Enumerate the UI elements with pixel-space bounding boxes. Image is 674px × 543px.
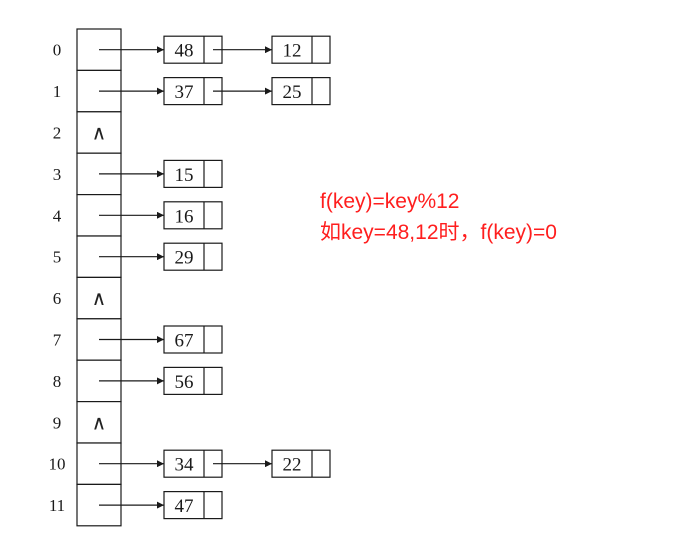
chain-node: 12 xyxy=(271,35,331,64)
chain-node: 22 xyxy=(271,449,331,478)
node-box xyxy=(163,325,223,354)
bucket-index-label: 4 xyxy=(53,206,62,225)
bucket-index-label: 6 xyxy=(53,289,62,308)
node-box xyxy=(271,449,331,478)
chain-node: 25 xyxy=(271,76,331,106)
node-key: 34 xyxy=(175,455,195,476)
hash-example-text: 如key=48,12时，f(key)=0 xyxy=(320,221,557,244)
chain-node: 47 xyxy=(163,491,223,520)
bucket-index-label: 5 xyxy=(53,248,62,267)
bucket-index-label: 10 xyxy=(49,455,66,474)
bucket-index-label: 7 xyxy=(53,331,62,350)
node-box xyxy=(163,242,223,271)
chain-node: 48 xyxy=(163,35,223,64)
chain-node: 15 xyxy=(163,159,223,188)
bucket-cell xyxy=(76,401,122,444)
bucket-index-label: 2 xyxy=(53,124,62,143)
node-key: 22 xyxy=(283,455,302,476)
node-key: 37 xyxy=(175,82,194,103)
node-key: 29 xyxy=(175,248,194,269)
node-key: 25 xyxy=(283,82,302,103)
node-box xyxy=(271,76,331,106)
bucket-index-label: 3 xyxy=(53,165,62,184)
node-box xyxy=(163,35,223,64)
node-key: 48 xyxy=(175,41,194,62)
bucket-index-label: 1 xyxy=(53,82,62,101)
node-box xyxy=(163,491,223,520)
hash-formula-text: f(key)=key%12 xyxy=(320,190,460,213)
chain-node: 37 xyxy=(163,76,223,106)
node-box xyxy=(163,449,223,478)
chain-node: 16 xyxy=(163,201,223,230)
bucket-index-label: 8 xyxy=(53,372,62,391)
node-box xyxy=(271,35,331,64)
node-key: 47 xyxy=(175,496,194,517)
chain-node: 29 xyxy=(163,242,223,271)
null-pointer-symbol: ∧ xyxy=(92,286,107,310)
node-box xyxy=(163,201,223,230)
null-pointer-symbol: ∧ xyxy=(92,410,107,434)
chains: 48 12 37 25 15 16 29 67 56 34 22 47 xyxy=(99,35,331,520)
node-box xyxy=(163,76,223,106)
node-box xyxy=(163,159,223,188)
bucket-index-label: 9 xyxy=(53,413,62,432)
null-pointer-symbol: ∧ xyxy=(92,121,107,145)
bucket-array: 0 1 2 ∧ 3 4 5 6 ∧ 7 8 9 ∧ 10 11 xyxy=(49,28,122,527)
node-key: 67 xyxy=(175,331,194,352)
node-key: 15 xyxy=(175,165,194,186)
node-key: 12 xyxy=(283,41,302,62)
bucket-index-label: 11 xyxy=(49,496,65,515)
chain-node: 67 xyxy=(163,325,223,354)
hash-function-annotation: f(key)=key%12 如key=48,12时，f(key)=0 xyxy=(320,186,557,248)
node-key: 16 xyxy=(175,206,194,227)
node-box xyxy=(163,366,223,395)
bucket-index-label: 0 xyxy=(53,41,62,60)
node-key: 56 xyxy=(175,372,194,393)
chain-node: 56 xyxy=(163,366,223,395)
chain-node: 34 xyxy=(163,449,223,478)
